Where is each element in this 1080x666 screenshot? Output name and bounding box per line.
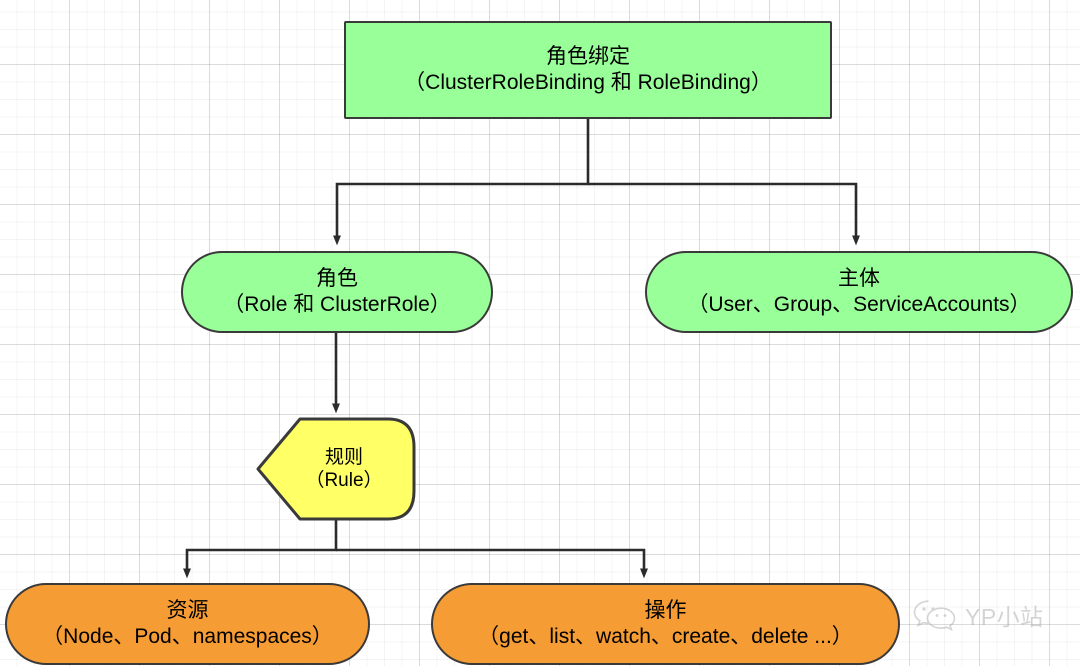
watermark-text: YP小站 xyxy=(965,604,1044,630)
node-resource[interactable]: 资源 （Node、Pod、namespaces） xyxy=(5,583,370,665)
node-resource-line1: 资源 xyxy=(166,599,209,623)
node-verb[interactable]: 操作 （get、list、watch、create、delete ...） xyxy=(431,583,900,665)
node-verb-line2: （get、list、watch、create、delete ...） xyxy=(478,625,853,648)
watermark: YP小站 xyxy=(912,598,1044,632)
edge-rolebinding-to-subject xyxy=(588,182,860,246)
node-role-binding-line2: （ClusterRoleBinding 和 RoleBinding） xyxy=(404,71,772,94)
node-resource-line2: （Node、Pod、namespaces） xyxy=(42,625,333,648)
node-role-binding-line1: 角色绑定 xyxy=(546,45,630,69)
wechat-icon xyxy=(913,600,956,632)
node-rule-line2: （Rule） xyxy=(305,470,383,491)
node-verb-line1: 操作 xyxy=(644,599,687,623)
node-role[interactable]: 角色 （Role 和 ClusterRole） xyxy=(181,251,493,333)
edge-rolebinding-to-role xyxy=(333,119,590,246)
node-role-binding[interactable]: 角色绑定 （ClusterRoleBinding 和 RoleBinding） xyxy=(344,21,832,119)
node-subject[interactable]: 主体 （User、Group、ServiceAccounts） xyxy=(645,251,1073,333)
rule-shape xyxy=(256,417,416,521)
edge-rule-to-verb xyxy=(336,548,648,579)
node-subject-line2: （User、Group、ServiceAccounts） xyxy=(687,293,1031,316)
node-rule-label: 规则 （Rule） xyxy=(256,417,416,521)
node-role-line2: （Role 和 ClusterRole） xyxy=(223,293,451,316)
node-role-line1: 角色 xyxy=(316,267,358,291)
node-subject-line1: 主体 xyxy=(838,267,880,291)
edge-rule-to-resource xyxy=(183,520,338,579)
node-rule[interactable]: 规则 （Rule） xyxy=(256,417,416,521)
node-rule-line1: 规则 xyxy=(324,446,363,468)
